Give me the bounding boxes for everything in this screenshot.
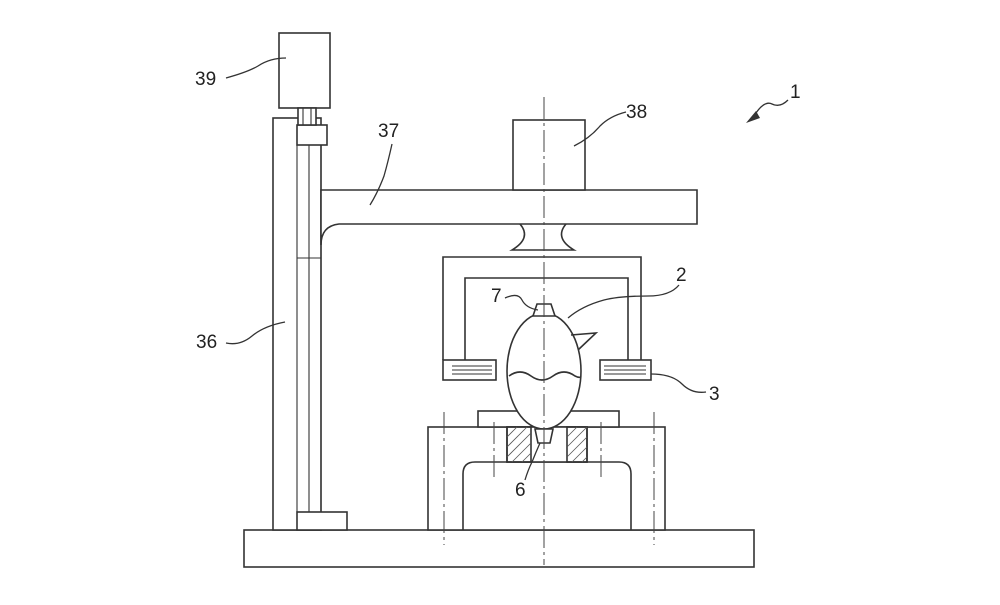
label-6: 6 [515,442,541,501]
label-3: 3 [650,373,720,405]
arrow-head [746,111,760,123]
svg-text:1: 1 [790,82,801,103]
svg-text:38: 38 [626,102,647,123]
coil-carrier [442,256,642,360]
drive-39 [278,32,331,126]
label-39: 39 [195,57,287,90]
label-1: 1 [746,82,801,123]
coil-left [442,359,497,381]
coil-right [599,359,652,381]
svg-text:7: 7 [491,286,502,307]
support-6 [506,426,588,463]
label-2: 2 [567,265,687,319]
svg-text:39: 39 [195,69,216,90]
label-37: 37 [369,121,399,206]
head-unit-38 [512,119,586,191]
coupling [509,223,577,251]
svg-text:36: 36 [196,332,217,353]
svg-text:3: 3 [709,384,720,405]
label-7: 7 [491,286,539,311]
base-plate [243,529,755,568]
svg-text:37: 37 [378,121,399,142]
column-36 [272,117,348,531]
svg-text:2: 2 [676,265,687,286]
arm-37 [320,189,698,246]
svg-text:6: 6 [515,480,526,501]
label-38: 38 [573,102,647,147]
lower-housing [427,410,666,531]
label-36: 36 [196,321,286,353]
